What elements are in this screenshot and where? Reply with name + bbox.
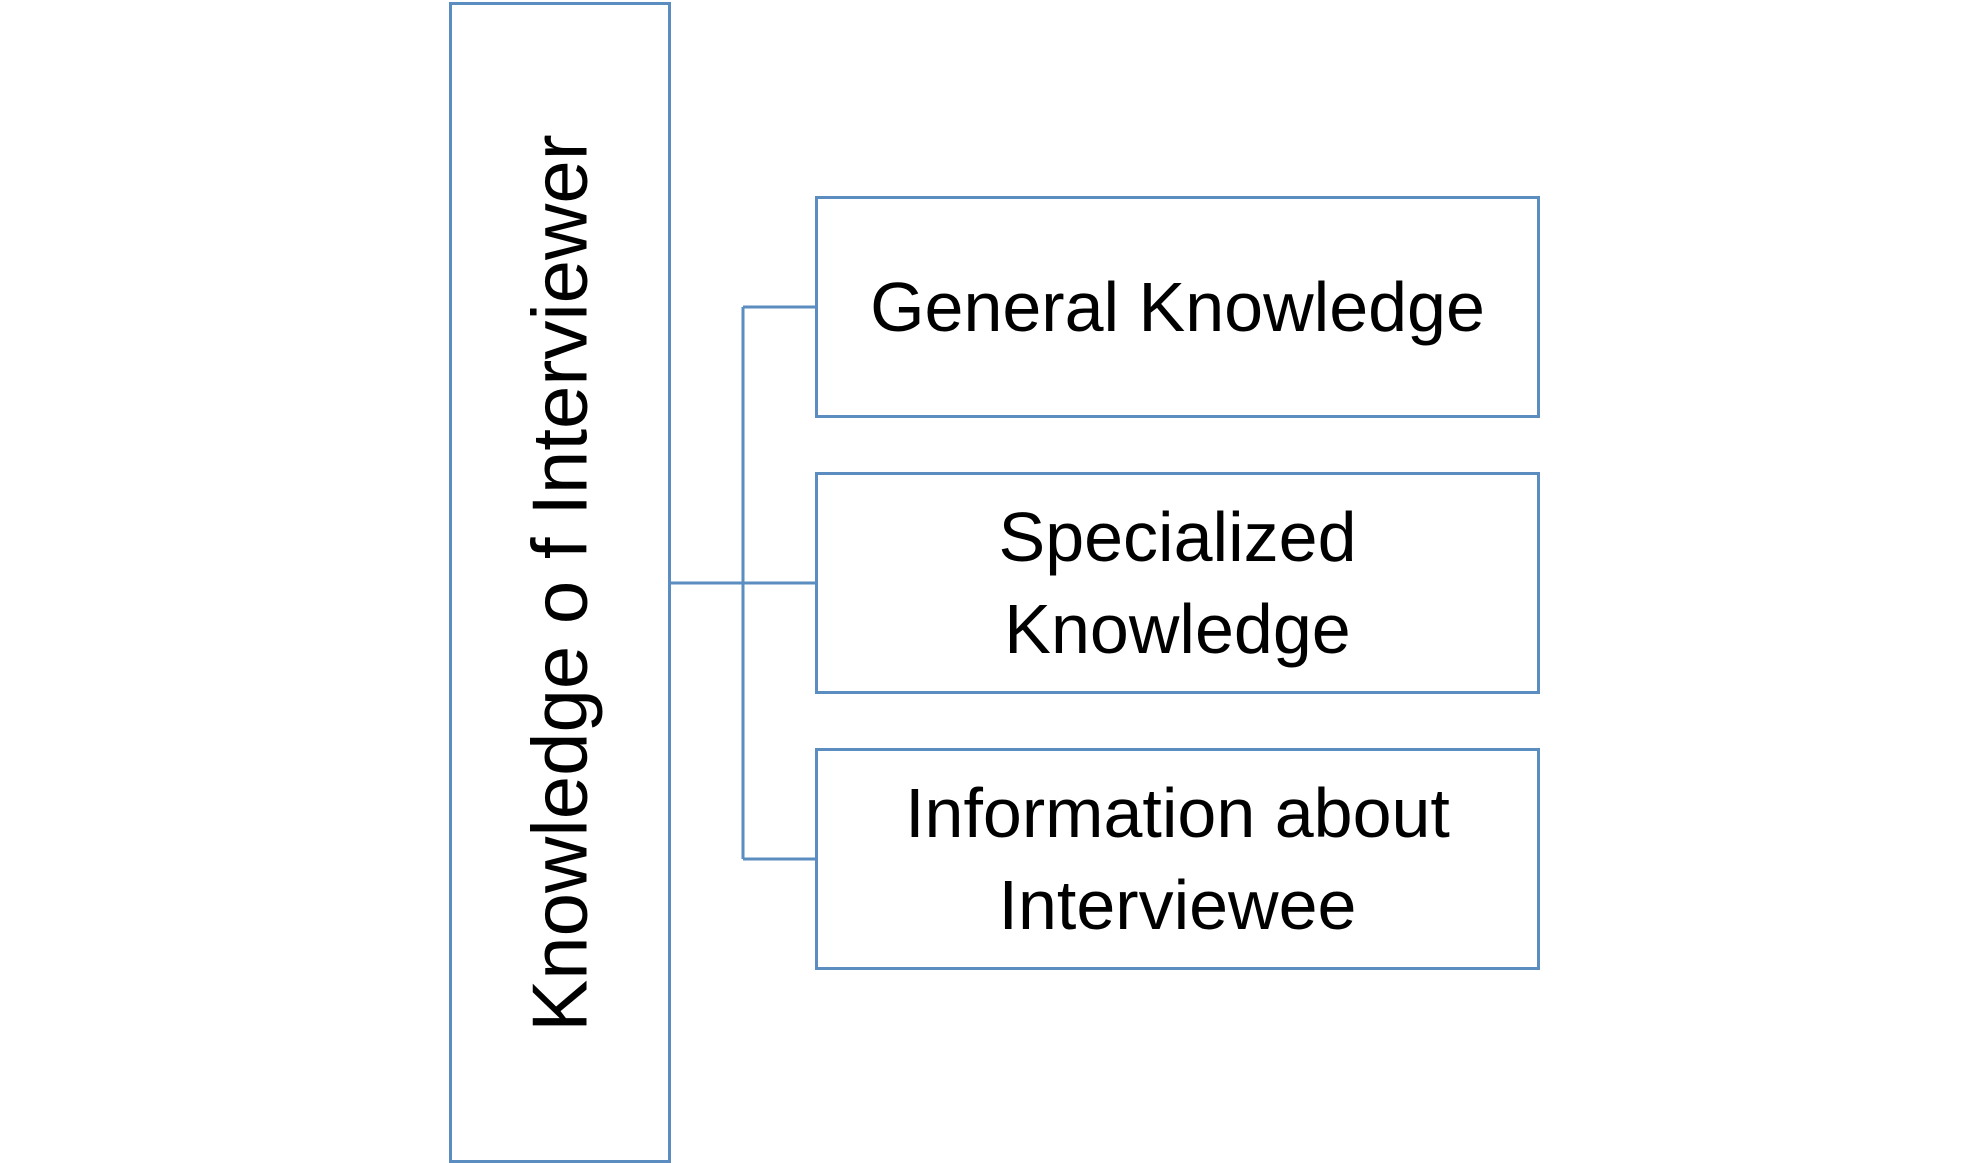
root-node: Knowledge o f Interviewer	[449, 2, 671, 1163]
child-node-specialized-knowledge: Specialized Knowledge	[815, 472, 1540, 694]
child-node-information-about-interviewee: Information about Interviewee	[815, 748, 1540, 970]
child-node-label: General Knowledge	[870, 268, 1485, 346]
root-node-label: Knowledge o f Interviewer	[515, 133, 604, 1032]
child-node-label: Information about Interviewee	[905, 774, 1450, 944]
child-node-label: Specialized Knowledge	[998, 498, 1357, 668]
child-node-general-knowledge: General Knowledge	[815, 196, 1540, 418]
